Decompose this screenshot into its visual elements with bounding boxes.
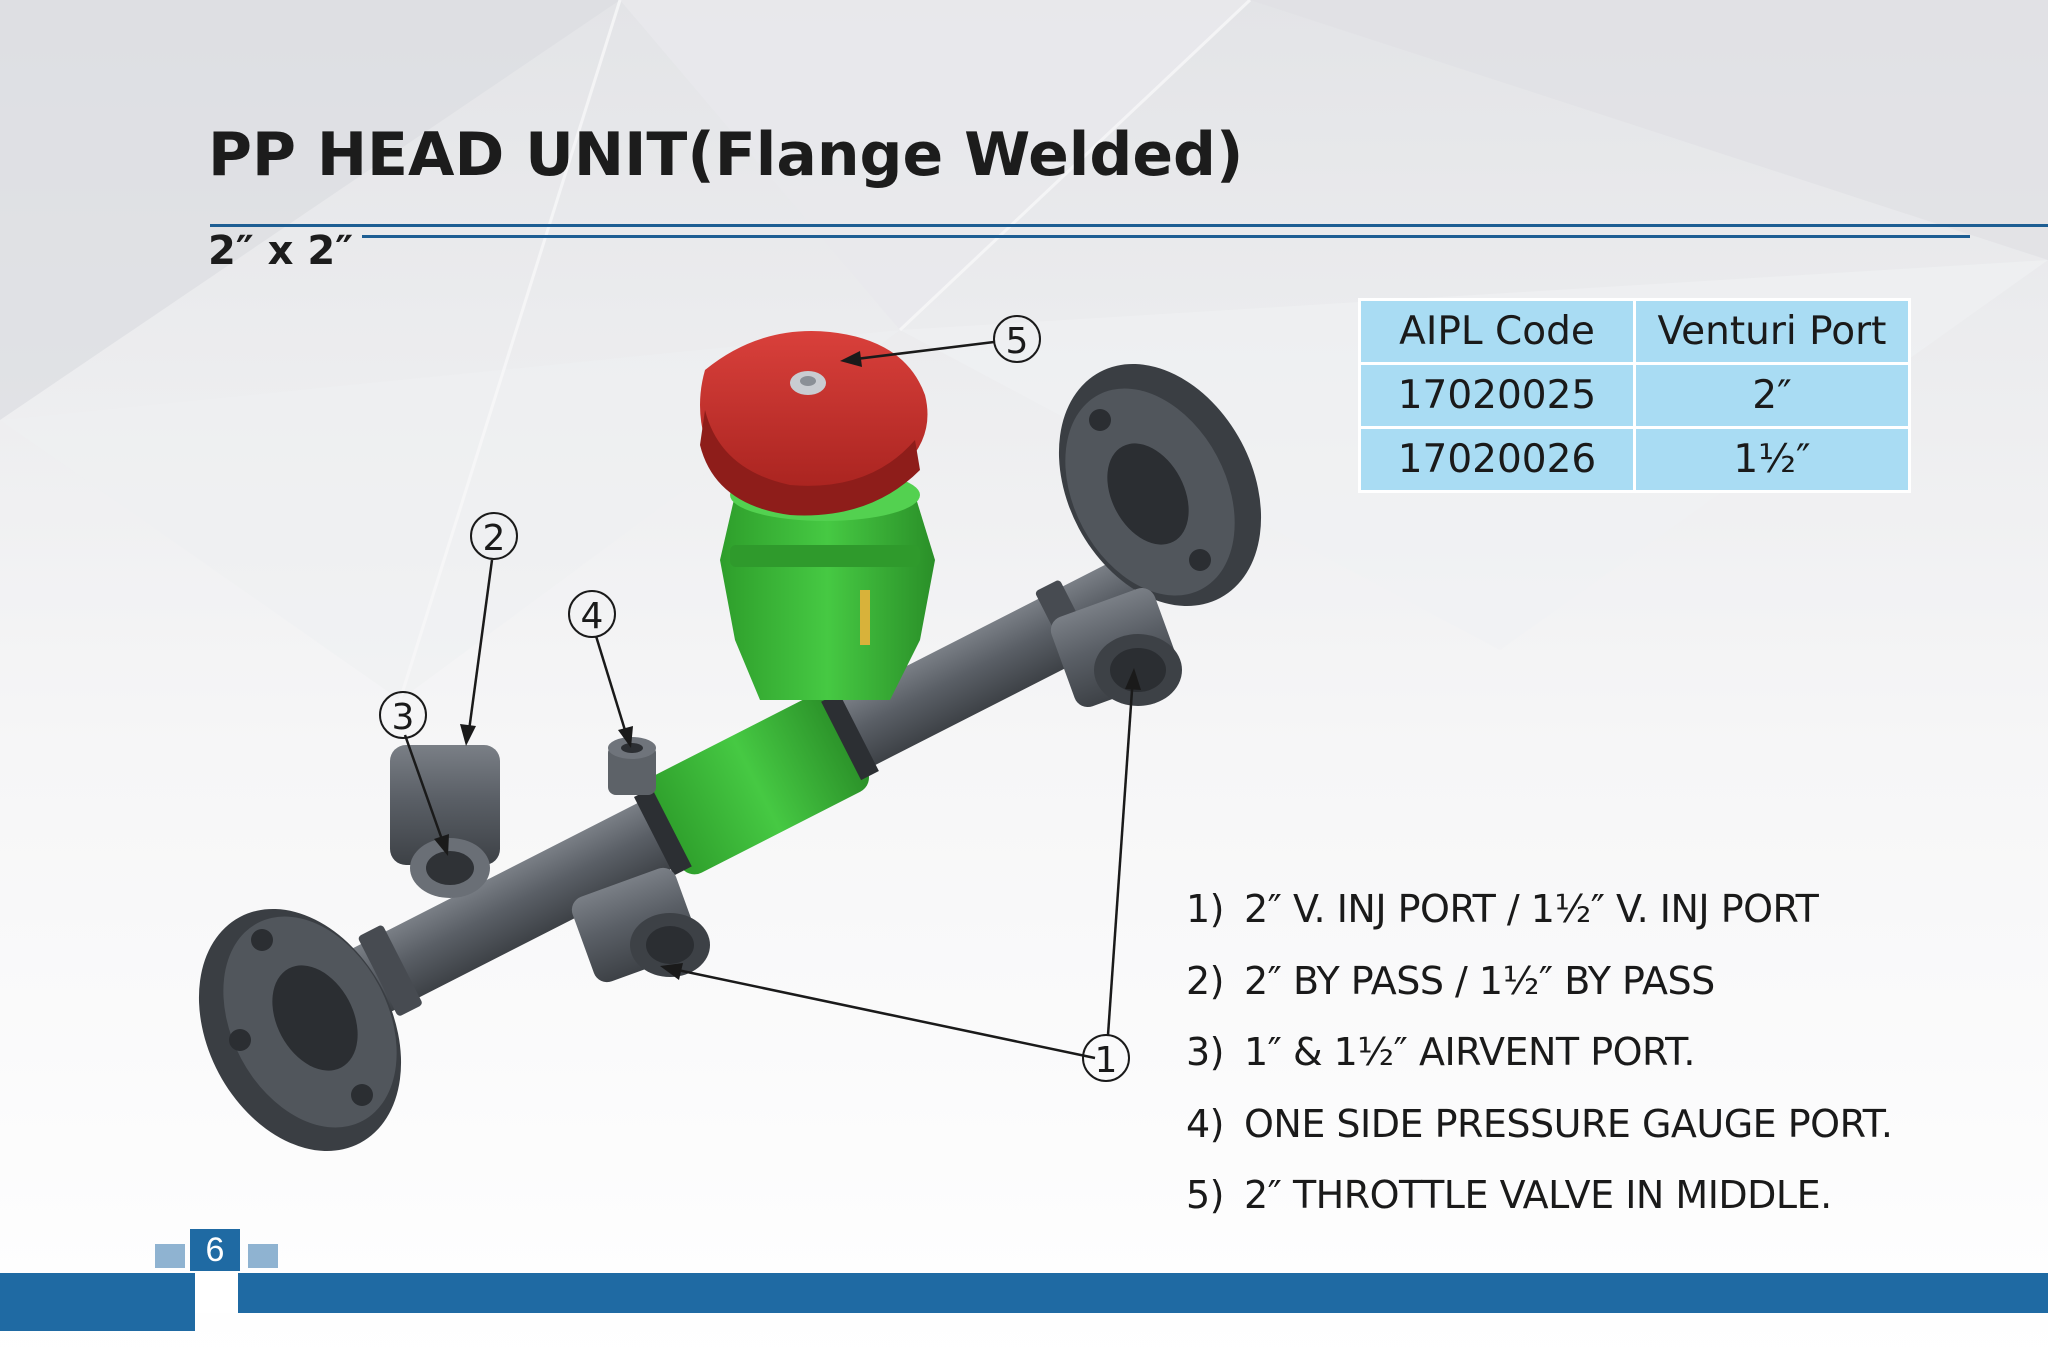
right-flange — [1058, 364, 1262, 606]
feature-number: 1) — [1186, 887, 1225, 931]
callout-3: 3 — [379, 691, 427, 739]
page-title: PP HEAD UNIT(Flange Welded) — [208, 120, 1244, 190]
red-handwheel — [700, 331, 928, 516]
code-table: AIPL Code Venturi Port 17020025 2″ 17020… — [1358, 298, 1911, 493]
list-item: 1) 2″ V. INJ PORT / 1½″ V. INJ PORT — [1186, 878, 1893, 950]
table-header-row: AIPL Code Venturi Port — [1358, 298, 1911, 365]
cell-port: 1½″ — [1633, 426, 1911, 493]
left-cross-fitting — [390, 745, 710, 983]
right-injector-port — [1050, 588, 1182, 708]
gauge-port — [608, 737, 656, 795]
left-flange — [198, 909, 402, 1151]
cell-port: 2″ — [1633, 362, 1911, 429]
callout-2-label: 2 — [483, 518, 506, 559]
feature-text: 2″ V. INJ PORT / 1½″ V. INJ PORT — [1244, 887, 1819, 931]
list-item: 5) 2″ THROTTLE VALVE IN MIDDLE. — [1186, 1164, 1893, 1236]
callout-5-label: 5 — [1006, 321, 1029, 362]
list-item: 2) 2″ BY PASS / 1½″ BY PASS — [1186, 950, 1893, 1022]
feature-text: ONE SIDE PRESSURE GAUGE PORT. — [1244, 1101, 1893, 1146]
title-rule — [210, 224, 2048, 227]
table-row: 17020025 2″ — [1358, 362, 1911, 429]
table-row: 17020026 1½″ — [1358, 426, 1911, 493]
callout-2: 2 — [470, 512, 518, 560]
size-label: 2″ x 2″ — [208, 228, 354, 274]
callout-3-label: 3 — [392, 697, 415, 738]
feature-number: 2) — [1186, 958, 1225, 1003]
callout-4-label: 4 — [581, 596, 604, 637]
subtitle-rule — [362, 235, 1970, 238]
callout-1: 1 — [1082, 1034, 1130, 1082]
cell-code: 17020025 — [1358, 362, 1636, 429]
header-aipl-code: AIPL Code — [1358, 298, 1636, 365]
feature-text: 2″ BY PASS / 1½″ BY PASS — [1244, 958, 1715, 1003]
feature-text: 1″ & 1½″ AIRVENT PORT. — [1244, 1030, 1695, 1074]
feature-number: 3) — [1186, 1030, 1225, 1074]
feature-number: 5) — [1186, 1173, 1225, 1217]
callout-leaders — [403, 340, 1141, 1060]
main-pipe — [319, 561, 1149, 1030]
feature-list: 1) 2″ V. INJ PORT / 1½″ V. INJ PORT 2) 2″ … — [1186, 878, 1893, 1236]
list-item: 3) 1″ & 1½″ AIRVENT PORT. — [1186, 1021, 1893, 1093]
list-item: 4) ONE SIDE PRESSURE GAUGE PORT. — [1186, 1093, 1893, 1165]
feature-number: 4) — [1186, 1101, 1225, 1146]
page-number: 6 — [190, 1229, 240, 1271]
callout-4: 4 — [568, 590, 616, 638]
header-venturi-port: Venturi Port — [1633, 298, 1911, 365]
callout-1-label: 1 — [1095, 1040, 1118, 1081]
feature-text: 2″ THROTTLE VALVE IN MIDDLE. — [1244, 1173, 1832, 1217]
callout-5: 5 — [993, 315, 1041, 363]
cell-code: 17020026 — [1358, 426, 1636, 493]
